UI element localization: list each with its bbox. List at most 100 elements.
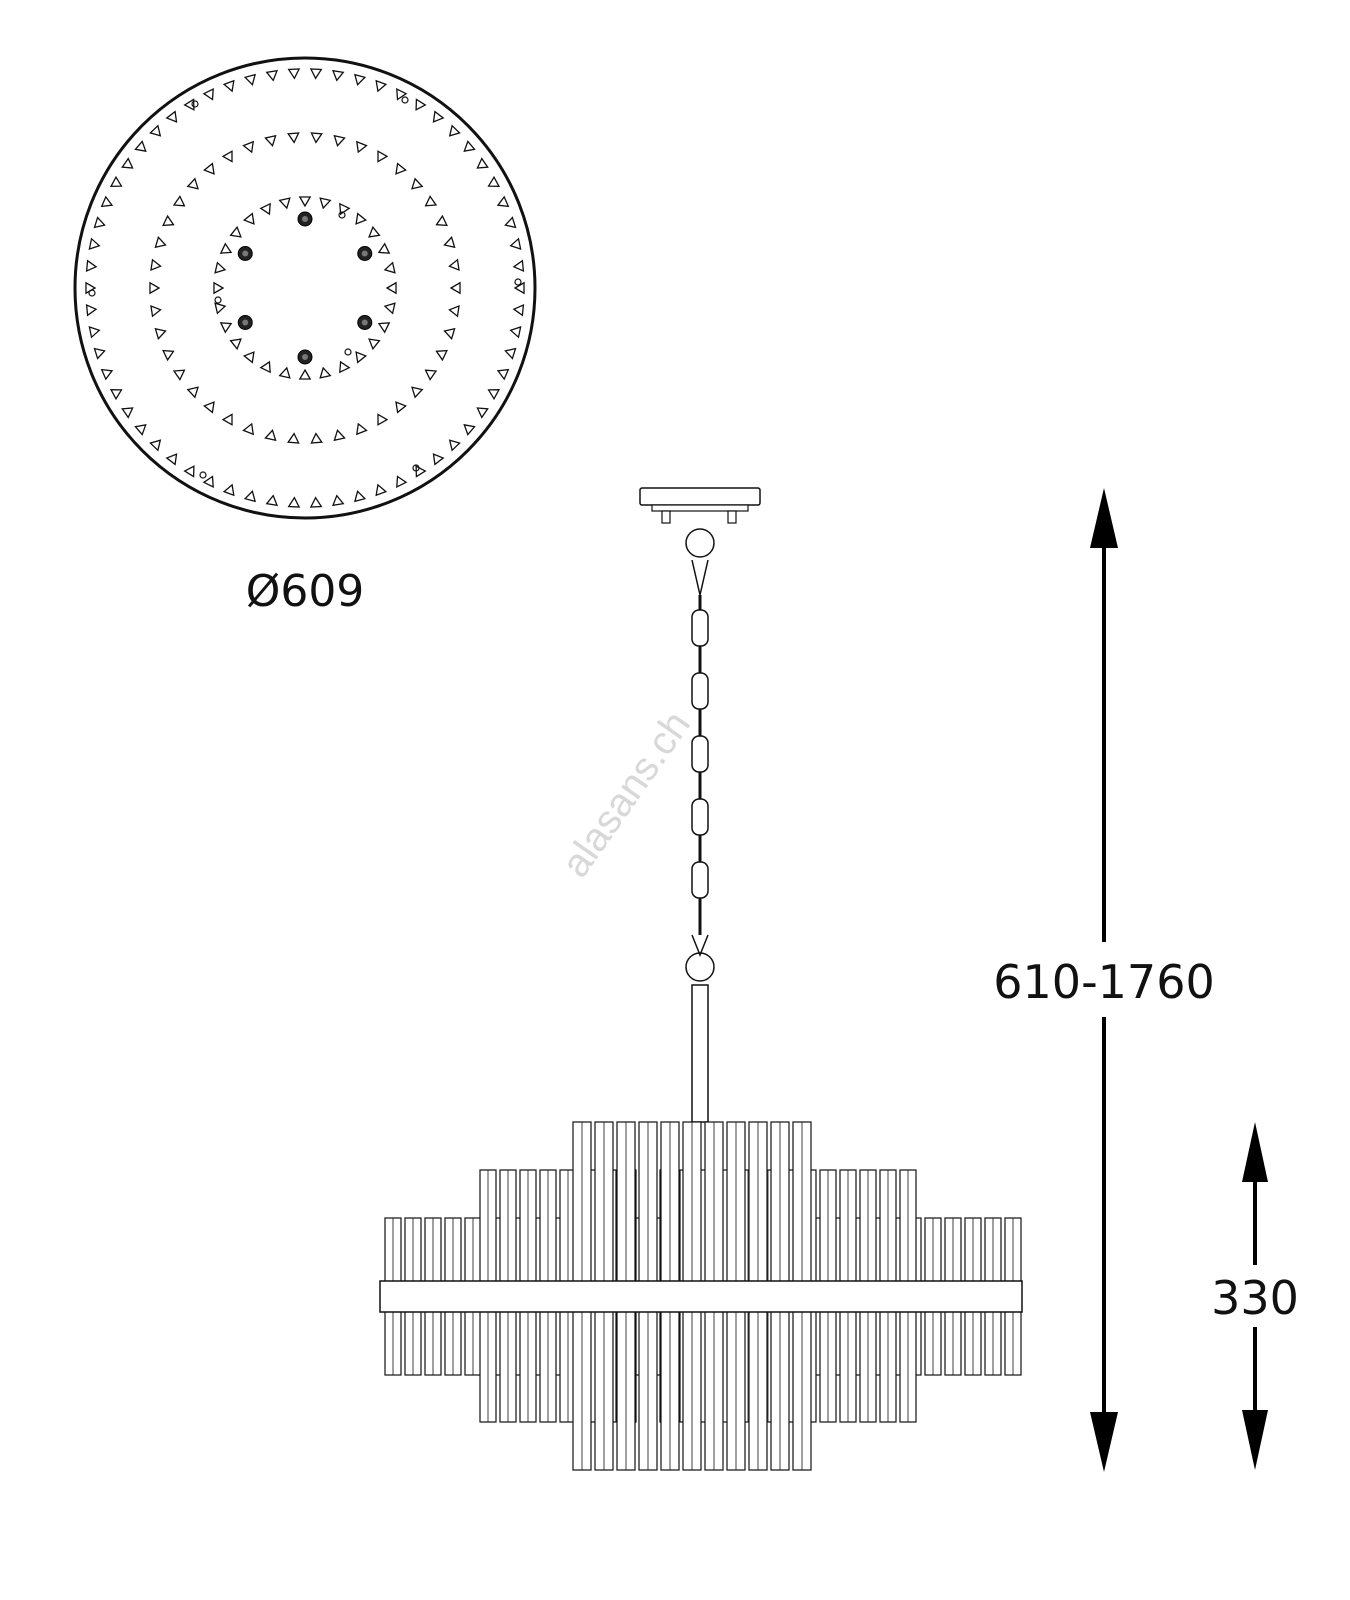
crystal-triangle — [109, 389, 123, 401]
bulb-socket-center — [302, 216, 308, 222]
crystal-triangle — [243, 490, 257, 503]
crystal-triangle — [134, 423, 147, 436]
crystal-triangle — [85, 281, 97, 295]
crystal-triangle — [93, 216, 106, 229]
crystal-triangle — [513, 281, 525, 295]
crystal-triangle — [463, 423, 476, 436]
mounting-hole — [199, 471, 207, 479]
bulb-socket-center — [302, 354, 308, 360]
crystal-triangle — [109, 175, 123, 187]
crystal-triangle — [385, 281, 397, 295]
crystal-triangle — [355, 351, 368, 364]
mounting-hole — [514, 278, 522, 286]
crystal-triangle — [435, 214, 448, 227]
crystal-triangle — [154, 327, 167, 340]
crystal-triangle — [411, 177, 424, 190]
crystal-triangle — [222, 79, 235, 93]
crystal-triangle — [287, 496, 301, 508]
canopy-plate — [651, 504, 749, 512]
crystal-triangle — [88, 326, 101, 339]
crystal-triangle — [504, 347, 517, 360]
crystal-triangle — [375, 483, 388, 497]
diameter-label: Ø609 — [246, 566, 365, 617]
crystal-triangle — [186, 386, 199, 399]
crystal-triangle — [353, 490, 367, 503]
crystal-triangle — [121, 157, 134, 169]
crystal-triangle — [150, 304, 162, 318]
crystal-triangle — [415, 98, 427, 111]
canopy-screw-right — [727, 510, 737, 524]
crystal-triangle — [287, 132, 300, 144]
arrow-down-icon — [1090, 1412, 1118, 1472]
crystal-triangle — [243, 73, 257, 86]
top-ring — [685, 528, 715, 558]
crystal-triangle — [339, 202, 351, 216]
crystal-triangle — [487, 175, 501, 187]
canopy-screw-left — [661, 510, 671, 524]
crystal-triangle — [121, 407, 134, 419]
crystal-triangle — [287, 68, 301, 80]
crystal-triangle — [377, 413, 389, 426]
crystal-triangle — [449, 281, 461, 295]
bulb-socket-center — [361, 250, 368, 257]
crystal-triangle — [162, 214, 175, 227]
crystal-triangle — [242, 351, 255, 364]
chain-link — [691, 861, 709, 899]
crystal-triangle — [154, 236, 167, 249]
mounting-hole — [401, 96, 409, 104]
crystal-triangle — [476, 157, 489, 169]
crystal-triangle — [396, 88, 408, 101]
crystal-triangle — [183, 98, 195, 111]
mounting-hole — [338, 211, 346, 219]
crystal-triangle — [149, 124, 162, 137]
mounting-hole — [412, 464, 420, 472]
crystal-triangle — [355, 140, 368, 154]
crystal-triangle — [310, 132, 323, 144]
crystal-triangle — [339, 360, 351, 374]
crystal-triangle — [85, 303, 98, 317]
crystal-triangle — [496, 195, 510, 208]
crystal-triangle — [415, 465, 427, 478]
crystal-triangle — [202, 88, 214, 101]
crystal-triangle — [183, 465, 195, 478]
crystal-triangle — [377, 242, 391, 254]
mounting-hole — [214, 296, 222, 304]
crystal-triangle — [149, 281, 161, 295]
crystal-triangle — [242, 422, 255, 436]
side-view — [379, 487, 1023, 1471]
crystal-triangle — [214, 302, 227, 315]
canopy-outline-circle — [73, 56, 537, 520]
crystal-triangle — [448, 124, 461, 137]
crystal-triangle — [298, 196, 312, 208]
crystal-triangle — [93, 347, 106, 360]
crystal-triangle — [172, 195, 186, 207]
crystal-triangle — [85, 259, 98, 273]
crystal-triangle — [214, 261, 227, 274]
mounting-hole — [191, 100, 199, 108]
bottom-ring — [685, 952, 715, 982]
crystal-triangle — [202, 475, 214, 488]
center-band — [379, 1280, 1023, 1313]
bulb-socket-center — [242, 250, 249, 257]
crystal-triangle — [487, 389, 501, 401]
down-rod — [691, 984, 709, 1123]
chain-link — [691, 672, 709, 710]
crystal-triangle — [509, 326, 522, 339]
crystal-triangle — [395, 401, 407, 414]
ceiling-canopy — [639, 487, 761, 506]
crystal-triangle — [496, 368, 510, 381]
crystal-triangle — [287, 432, 300, 444]
arrow-up-icon — [1242, 1122, 1268, 1182]
crystal-triangle — [424, 195, 438, 207]
top-hook — [691, 559, 709, 596]
height-range-label: 610-1760 — [993, 955, 1214, 1009]
crystal-triangle — [242, 212, 255, 225]
crystal-triangle — [186, 177, 199, 190]
crystal-triangle — [309, 68, 323, 80]
crystal-triangle — [265, 494, 279, 507]
crystal-triangle — [509, 237, 522, 250]
crystal-triangle — [355, 212, 368, 225]
crystal-triangle — [165, 453, 178, 466]
crystal-triangle — [165, 110, 178, 123]
arrow-down-icon — [1242, 1410, 1268, 1470]
